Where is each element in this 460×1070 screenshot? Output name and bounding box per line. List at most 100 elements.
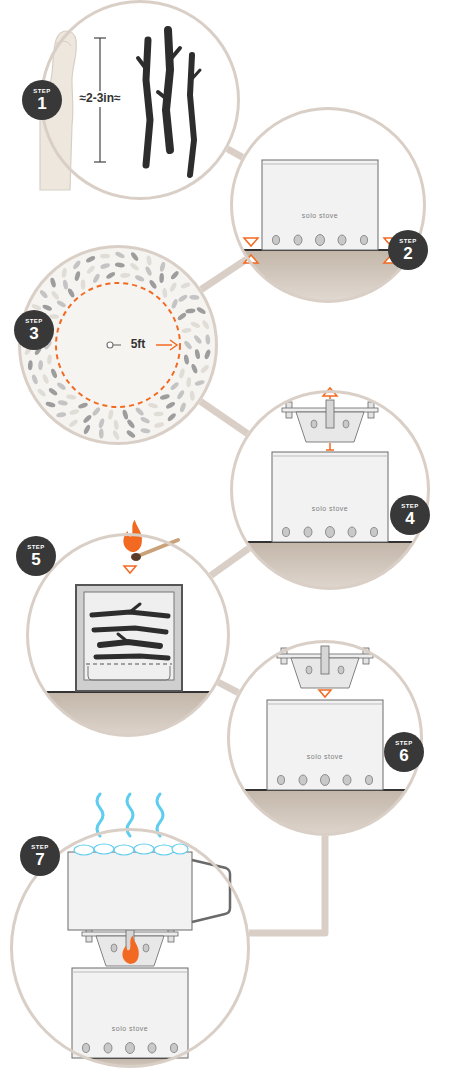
leaf-ring-part <box>185 308 195 313</box>
radius-arrow-part <box>107 342 113 348</box>
leaf-ring-part <box>165 401 176 410</box>
leaf-ring-part <box>45 401 56 408</box>
leaf-ring-part <box>56 412 67 418</box>
pot-part <box>192 860 230 922</box>
stove-cutaway-part <box>88 666 170 680</box>
sticks-part <box>170 48 180 60</box>
leaf-ring-part <box>167 412 177 422</box>
leaf-ring-part <box>61 267 67 278</box>
leaf-ring-part <box>100 262 111 270</box>
leaf-ring-part <box>129 262 140 272</box>
circle-ground-part <box>19 246 217 444</box>
boiling-water-part <box>94 844 114 854</box>
stove-body-part <box>272 452 388 542</box>
step-word: STEP <box>399 238 417 244</box>
step-word: STEP <box>25 318 43 324</box>
fuel-sticks-part <box>118 634 128 642</box>
pot-part <box>68 852 192 930</box>
leaf-ring-part <box>41 374 49 385</box>
leaf-ring-part <box>67 287 76 298</box>
leaf-ring-part <box>57 400 68 406</box>
clearance-circle <box>56 283 180 407</box>
stove-body <box>267 700 383 790</box>
ground <box>226 542 436 602</box>
step-circle: STEP5 <box>26 533 230 737</box>
leaf-ring-part <box>171 298 179 309</box>
fuel-sticks-part <box>96 656 168 658</box>
leaf-ring-part <box>31 374 39 385</box>
leaf-ring-part <box>114 251 125 260</box>
step-number: 3 <box>29 325 38 342</box>
stove-body-part <box>267 700 383 790</box>
leaf-ring-part <box>176 389 185 400</box>
leaf-ring-part <box>36 388 47 398</box>
step-number: 7 <box>35 851 44 868</box>
leaf-ring-part <box>181 327 192 333</box>
leaf-ring-part <box>177 294 188 303</box>
step-number: 1 <box>37 95 46 112</box>
brand-text: solo stove <box>305 752 346 762</box>
leaf-ring-part <box>153 411 163 416</box>
sticks-part <box>146 40 150 165</box>
leaf-ring-part <box>169 282 178 293</box>
stove-body <box>272 452 388 542</box>
match <box>123 520 178 573</box>
step-circle: ≈2-3in≈STEP1 <box>40 0 240 200</box>
leaf-ring-part <box>200 364 210 374</box>
leaf-ring-part <box>190 363 198 374</box>
ground-part <box>5 1058 255 1070</box>
leaf-ring-part <box>107 409 114 420</box>
lift-arrow-part <box>326 449 334 451</box>
dimension-label: 5ft <box>129 337 148 352</box>
ground <box>222 790 432 850</box>
radius-arrow-part <box>170 340 177 350</box>
leaf-ring-part <box>83 424 92 435</box>
boiling-water-part <box>114 845 134 855</box>
match-part <box>138 540 178 556</box>
step-word: STEP <box>395 740 413 746</box>
boiling-water-part <box>172 844 188 854</box>
step-word: STEP <box>27 544 45 550</box>
pot-stand-part <box>122 935 138 964</box>
steam-part <box>157 794 163 836</box>
leaf-ring-part <box>126 419 136 430</box>
sticks-part <box>166 30 170 150</box>
leaf-ring-part <box>144 266 152 277</box>
step-number: 4 <box>405 510 414 527</box>
leaf-ring-part <box>205 334 211 344</box>
dimension-label: ≈2-3in≈ <box>77 91 122 106</box>
step-circle: solo stoveSTEP7 <box>10 828 250 1068</box>
step-connector <box>201 401 248 433</box>
step-connector <box>227 149 242 157</box>
sticks-part <box>158 92 168 100</box>
leaf-ring-part <box>81 279 86 289</box>
leaf-ring-part <box>113 420 119 431</box>
size-bracket-part <box>94 161 106 162</box>
level-marker-part <box>244 255 258 263</box>
step-connector <box>249 836 325 933</box>
ground <box>20 692 240 752</box>
leaf-ring-part <box>159 273 164 283</box>
brand-text: solo stove <box>310 504 351 514</box>
step-number: 5 <box>31 551 40 568</box>
leaf-ring-part <box>100 254 110 259</box>
lift-arrow-part <box>329 396 331 399</box>
leaf-ring-part <box>159 394 170 401</box>
lift-arrow-part <box>329 443 331 450</box>
fuel-sticks <box>92 604 168 658</box>
leaf-ring-part <box>48 387 59 397</box>
pot-stand-part <box>277 646 373 688</box>
leaf-ring-part <box>92 273 101 284</box>
thumb-figure-part <box>56 41 71 46</box>
leaf-ring-part <box>201 319 210 330</box>
radius-arrow-part <box>113 344 121 345</box>
step-number: 6 <box>399 747 408 764</box>
leaf-ring-part <box>115 262 126 268</box>
leaf-ring-part <box>69 408 80 415</box>
stove-cutaway-part <box>76 585 182 691</box>
size-bracket-part <box>94 37 106 38</box>
leaf-ring-part <box>179 402 187 413</box>
sticks-part <box>190 55 194 175</box>
radius-arrow-part <box>156 344 172 346</box>
